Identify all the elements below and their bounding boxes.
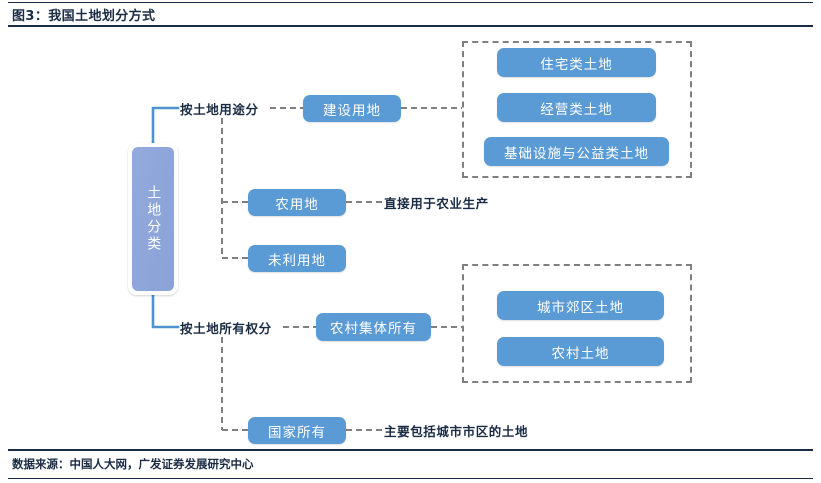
node-state-ownership[interactable]: 国家所有: [248, 417, 346, 444]
node-infrastructure-public-welfare-land[interactable]: 基础设施与公益类土地: [484, 137, 669, 166]
node-suburban-land[interactable]: 城市郊区土地: [497, 291, 664, 320]
group-frame-construction: [462, 41, 692, 178]
source-note: 数据来源：中国人大网，广发证券发展研究中心: [12, 457, 254, 471]
node-agricultural-land[interactable]: 农用地: [248, 189, 346, 216]
branch-label-by-ownership: 按土地所有权分: [180, 320, 272, 336]
note-state-ownership: 主要包括城市市区的土地: [384, 423, 529, 439]
node-rural-collective-ownership[interactable]: 农村集体所有: [316, 313, 431, 341]
root-node-label: 土地分类: [145, 185, 162, 253]
frame-rule-top: [8, 2, 813, 3]
node-unused-land[interactable]: 未利用地: [248, 245, 346, 272]
node-commercial-land[interactable]: 经营类土地: [497, 93, 656, 122]
page-title: 图3：我国土地划分方式: [12, 9, 156, 24]
node-construction-land[interactable]: 建设用地: [303, 95, 401, 122]
root-node-land-classification[interactable]: 土地分类: [128, 143, 178, 295]
node-residential-land[interactable]: 住宅类土地: [497, 48, 656, 77]
root-node-body: 土地分类: [132, 147, 174, 291]
group-frame-collective: [462, 264, 692, 383]
branch-label-by-use: 按土地用途分: [180, 101, 259, 117]
frame-rule-bottom: [8, 478, 813, 479]
frame-rule-above-source: [8, 449, 813, 451]
node-rural-land[interactable]: 农村土地: [497, 337, 664, 366]
frame-rule-under-title: [8, 25, 813, 27]
note-agricultural-land: 直接用于农业生产: [384, 195, 489, 211]
